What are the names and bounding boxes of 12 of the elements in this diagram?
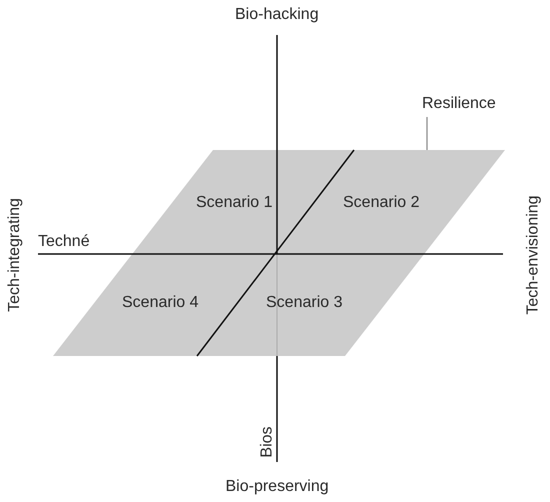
scenario-label: Scenario 4 [122, 294, 198, 312]
axis-label: Techné [38, 233, 90, 251]
scenario-label: Scenario 3 [266, 294, 342, 312]
scenario-label: Scenario 1 [196, 194, 272, 212]
axis-label: Bio-hacking [235, 6, 319, 24]
axis-label: Resilience [422, 95, 496, 113]
axis-label: Bios [258, 426, 276, 458]
axis-label: Tech-envisioning [524, 195, 542, 315]
scenario-label: Scenario 2 [343, 194, 420, 212]
leader-line [426, 116, 428, 150]
axis-label: Tech-integrating [6, 198, 24, 312]
axis-label: Bio-preserving [226, 478, 329, 496]
